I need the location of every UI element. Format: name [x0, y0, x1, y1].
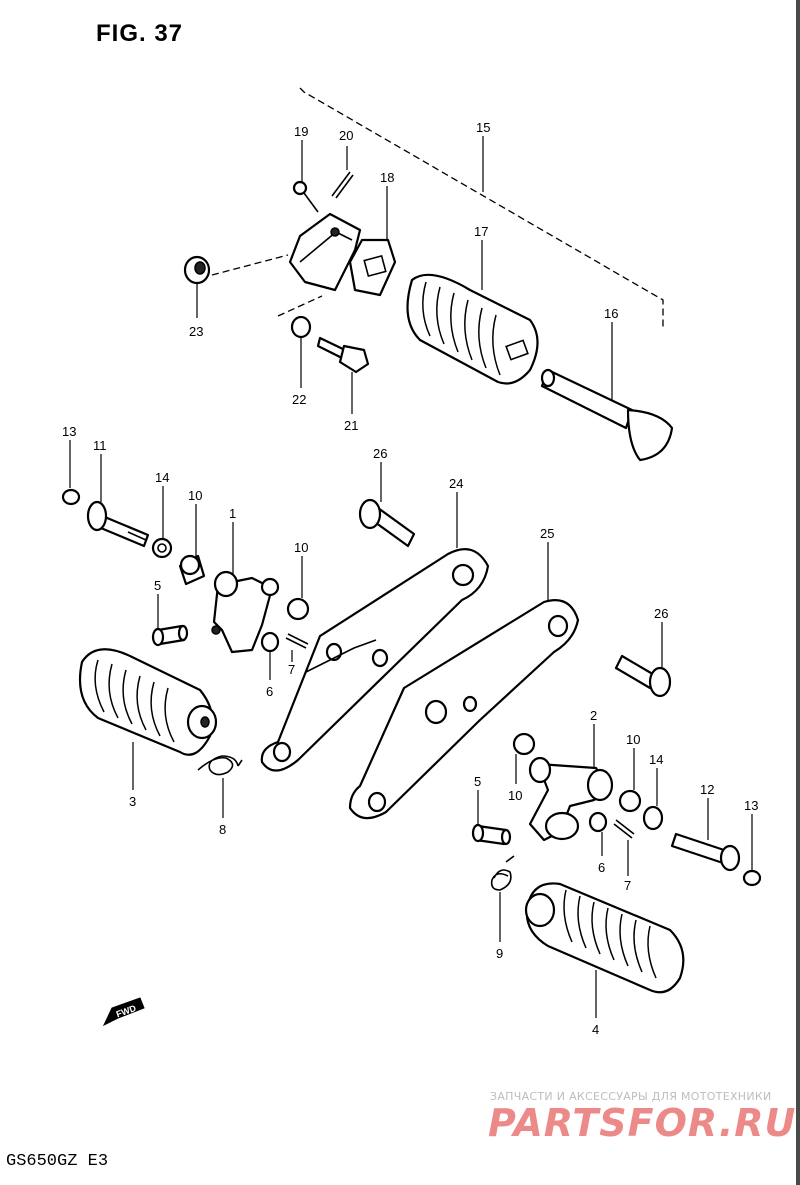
part-7-cotter-right	[613, 819, 635, 839]
callout-4: 4	[592, 1022, 599, 1037]
callout-11: 11	[93, 438, 107, 453]
callout-7-right: 7	[624, 878, 631, 893]
callout-19: 19	[294, 124, 308, 139]
watermark-tagline: ЗАПЧАСТИ И АКСЕССУАРЫ ДЛЯ МОТОТЕХНИКИ	[490, 1090, 772, 1103]
callout-14-left: 14	[155, 470, 169, 485]
assembly-bracket-15	[299, 87, 664, 328]
callout-13-left: 13	[62, 424, 76, 439]
model-code: GS650GZ E3	[6, 1152, 109, 1171]
callout-17: 17	[474, 224, 488, 239]
callout-6-right: 6	[598, 860, 605, 875]
callout-5-left: 5	[154, 578, 161, 593]
part-21-bolt	[316, 336, 370, 374]
right-frame-border	[796, 0, 800, 1185]
part-22-washer	[277, 295, 323, 339]
part-24-footrest-bracket-upper	[260, 548, 490, 772]
callout-10-right-2: 10	[508, 788, 522, 803]
callout-24: 24	[449, 476, 463, 491]
part-23-washer	[183, 254, 289, 285]
callout-2: 2	[590, 708, 597, 723]
part-14-washer-left	[151, 537, 173, 559]
callout-18: 18	[380, 170, 394, 185]
part-17-footpeg-rubber	[406, 273, 539, 385]
part-13-cap-right	[742, 869, 762, 887]
callout-6-left: 6	[266, 684, 273, 699]
part-5-pin-right	[471, 823, 512, 846]
leader-lines	[69, 136, 753, 1018]
callout-26-upper: 26	[373, 446, 387, 461]
part-6-washer-left	[260, 631, 280, 653]
callout-25: 25	[540, 526, 554, 541]
callout-22: 22	[292, 392, 306, 407]
part-2-footrest-holder-right	[528, 756, 614, 842]
part-10-bushing-right-2	[618, 789, 642, 813]
callout-12: 12	[700, 782, 714, 797]
watermark-logo: PARTSFOR.RU	[488, 1101, 797, 1145]
part-25-footrest-bracket-lower	[348, 599, 580, 820]
part-10-bushing-left-2	[286, 597, 310, 621]
part-10-bushing-right-1	[512, 732, 536, 756]
part-8-spring-left	[197, 755, 243, 776]
part-1-footrest-holder-left	[211, 570, 280, 654]
callout-14-right: 14	[649, 752, 663, 767]
fwd-arrow-icon: FWD	[102, 997, 145, 1027]
part-26-bolt-upper	[358, 498, 416, 548]
part-5-pin-left	[151, 624, 189, 647]
part-13-cap-left	[61, 488, 81, 506]
part-15-footrest-bracket	[288, 212, 362, 292]
callout-15: 15	[476, 120, 490, 135]
callout-26-lower: 26	[654, 606, 668, 621]
callout-7-left: 7	[288, 662, 295, 677]
callout-8: 8	[219, 822, 226, 837]
part-4-footpeg-right	[524, 882, 685, 994]
part-16-pivot-pin	[540, 368, 674, 462]
part-6-washer-right	[588, 811, 608, 833]
callout-labels: 15 19 20 18 17 16 23 22 21 13 11 14 10 1…	[62, 120, 758, 1037]
callout-10-left-1: 10	[188, 488, 202, 503]
callout-21: 21	[344, 418, 358, 433]
part-11-bolt-left	[86, 500, 150, 548]
part-14-washer-right	[642, 805, 664, 831]
callout-10-right-1: 10	[626, 732, 640, 747]
figure-title: FIG. 37	[96, 20, 184, 47]
part-18-plate	[348, 238, 397, 297]
callout-9: 9	[496, 946, 503, 961]
callout-13-right: 13	[744, 798, 758, 813]
part-10-bushing-left	[178, 554, 206, 586]
callout-1: 1	[229, 506, 236, 521]
part-20-cotter-pin	[331, 171, 354, 199]
part-9-spring-right	[490, 855, 515, 891]
callout-5-right: 5	[474, 774, 481, 789]
callout-20: 20	[339, 128, 353, 143]
callout-10-left-2: 10	[294, 540, 308, 555]
part-3-footpeg-left	[78, 648, 218, 756]
callout-23: 23	[189, 324, 203, 339]
part-26-bolt-lower	[614, 654, 672, 698]
callout-3: 3	[129, 794, 136, 809]
part-7-cotter-left	[285, 633, 309, 649]
part-19-pin	[292, 180, 319, 213]
callout-16: 16	[604, 306, 618, 321]
part-12-bolt-right	[670, 832, 741, 872]
